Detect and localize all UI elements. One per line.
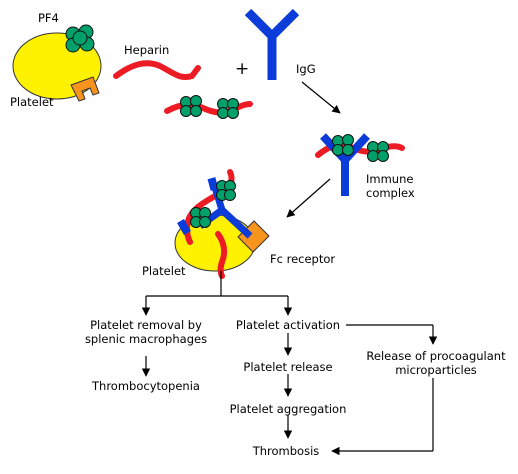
- fc-receptor-top: [70, 76, 100, 102]
- heparin-pf4-complex: [164, 95, 253, 119]
- aggregation-label: Platelet aggregation: [229, 402, 347, 416]
- activation-label: Platelet activation: [235, 318, 341, 332]
- pf4-cluster-top: [65, 24, 95, 53]
- removal-label: Platelet removal by splenic macrophages: [84, 318, 208, 346]
- fc-receptor-label: Fc receptor: [270, 252, 336, 266]
- release-label: Platelet release: [243, 360, 333, 374]
- arrow-complex-to-platelet: [286, 178, 331, 218]
- igg-label: IgG: [296, 62, 316, 76]
- platelet-top-label: Platelet: [10, 95, 54, 109]
- plus-sign: +: [235, 59, 250, 79]
- igg-antibody: [244, 8, 300, 80]
- heparin-strand: [113, 60, 201, 80]
- thrombosis-label: Thrombosis: [252, 444, 320, 458]
- arrow-igg-to-complex: [301, 81, 341, 114]
- heparin-label: Heparin: [124, 43, 170, 57]
- thrombocytopenia-label: Thrombocytopenia: [92, 379, 200, 393]
- microparticles-label: Release of procoagulant microparticles: [366, 349, 506, 377]
- fc-receptor-bottom: [237, 220, 270, 253]
- pf4-label: PF4: [38, 11, 59, 25]
- immune-complex-label: Immune complex: [366, 172, 415, 200]
- immune-complex: [315, 133, 405, 196]
- flow-connectors: [141, 271, 438, 456]
- platelet-bottom-label: Platelet: [142, 264, 186, 278]
